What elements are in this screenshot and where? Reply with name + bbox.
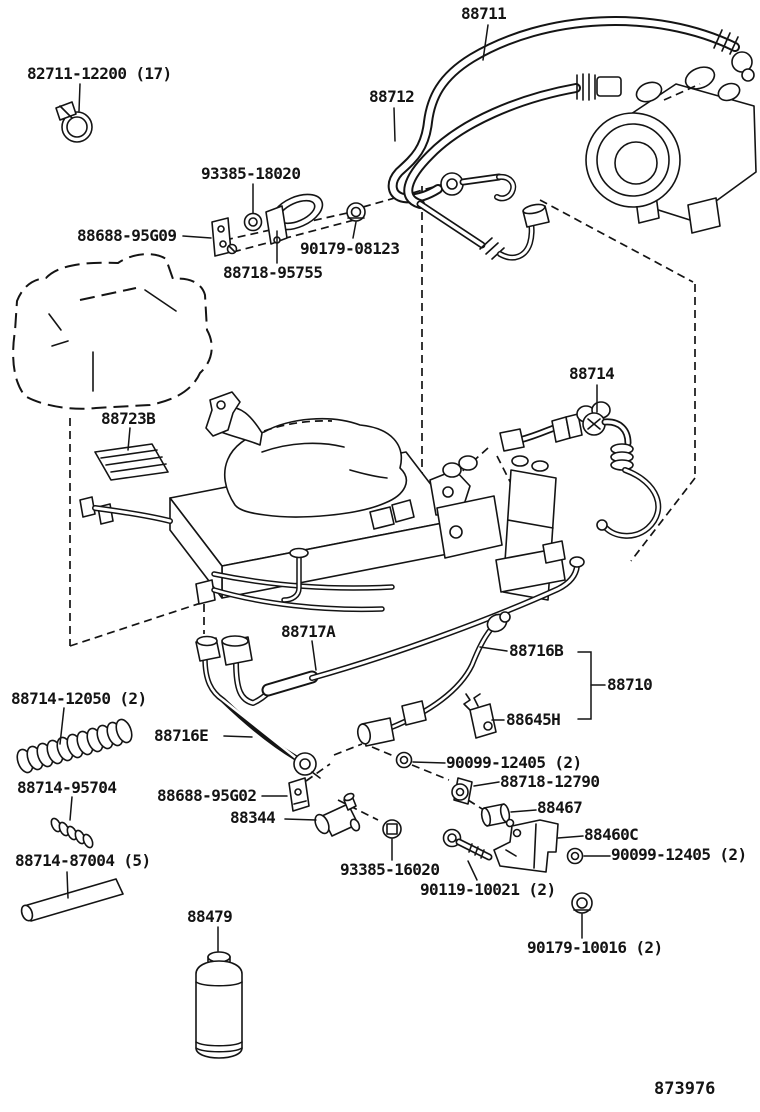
pressure-switch-88645h-icon: [463, 693, 497, 739]
part-label-88718-95755: 88718-95755: [223, 263, 323, 282]
part-label-90099-12405-b: 90099-12405 (2): [611, 845, 747, 864]
hose-clamp-82711-icon: [55, 101, 93, 143]
vent-88723b-drawing: [94, 443, 169, 481]
compressor-drawing: [585, 66, 757, 234]
part-label-88460C: 88460C: [584, 825, 639, 844]
nut-90099-12405-a-icon: [395, 751, 413, 769]
pipe-88716e-drawing: [195, 635, 321, 779]
bracket-88688-95g09-icon: [211, 217, 238, 257]
part-label-88714-87004: 88714-87004 (5): [15, 851, 151, 870]
part-label-90119-10021: 90119-10021 (2): [420, 880, 556, 899]
part-label-88714-95704: 88714-95704: [17, 778, 117, 797]
stud-88467-icon: [480, 803, 515, 828]
part-label-88688-95G02: 88688-95G02: [157, 786, 257, 805]
part-label-90179-10016: 90179-10016 (2): [527, 938, 663, 957]
nut-90179-10016-icon: [571, 892, 593, 914]
nut-93385-18020-icon: [243, 212, 263, 232]
part-label-88714-12050: 88714-12050 (2): [11, 689, 147, 708]
straight-tube-88714-87004-icon: [20, 878, 124, 922]
spiral-tube-88714-95704-icon: [50, 817, 94, 849]
part-label-93385-18020: 93385-18020: [201, 164, 301, 183]
bolt-90119-10021-icon: [442, 828, 493, 861]
pipe-88716b-drawing: [356, 611, 511, 747]
part-label-82711-12200: 82711-12200 (17): [27, 64, 172, 83]
pipe-88717a-drawing: [221, 556, 585, 706]
part-label-88645H: 88645H: [506, 710, 561, 729]
hose-88712-drawing: [403, 73, 622, 261]
cooling-unit-drawing: [79, 391, 478, 613]
hose-88711-drawing: [387, 16, 755, 204]
valve-88344-icon: [314, 792, 361, 837]
part-label-88716E: 88716E: [154, 726, 209, 745]
part-label-93385-16020: 93385-16020: [340, 860, 440, 879]
part-label-88718-12790: 88718-12790: [500, 772, 600, 791]
part-label-88714: 88714: [569, 364, 615, 383]
leader-lines: [59, 24, 611, 952]
part-label-88723B: 88723B: [101, 409, 156, 428]
receiver-drier-drawing: [436, 455, 566, 601]
part-label-88479: 88479: [187, 907, 233, 926]
bracket-88688-95g02-icon: [288, 777, 310, 812]
part-label-90099-12405-a: 90099-12405 (2): [446, 753, 582, 772]
part-label-88712: 88712: [369, 87, 415, 106]
part-label-88467: 88467: [537, 798, 583, 817]
coiled-tube-88714-12050-icon: [16, 718, 133, 774]
part-label-90179-08123: 90179-08123: [300, 239, 400, 258]
part-label-88344: 88344: [230, 808, 276, 827]
part-label-88688-95G09: 88688-95G09: [77, 226, 177, 245]
nut-90099-12405-b-icon: [566, 847, 584, 865]
part-label-88716B: 88716B: [509, 641, 564, 660]
clamp-88718-12790-icon: [451, 777, 473, 805]
drier-canister-88479-icon: [195, 951, 243, 1059]
bracket-88460c-icon: [493, 819, 559, 873]
engine-cover-drawing: [12, 253, 213, 410]
hose-88714-drawing: [499, 401, 662, 539]
part-label-88710: 88710: [607, 675, 653, 694]
loop-clamp-88718-95755-icon: [265, 193, 324, 245]
part-label-88711: 88711: [461, 4, 507, 23]
nut-93385-16020-icon: [382, 819, 402, 839]
figure-number: 873976: [654, 1079, 716, 1099]
nut-90179-08123-icon: [346, 202, 366, 222]
part-label-88717A: 88717A: [281, 622, 336, 641]
